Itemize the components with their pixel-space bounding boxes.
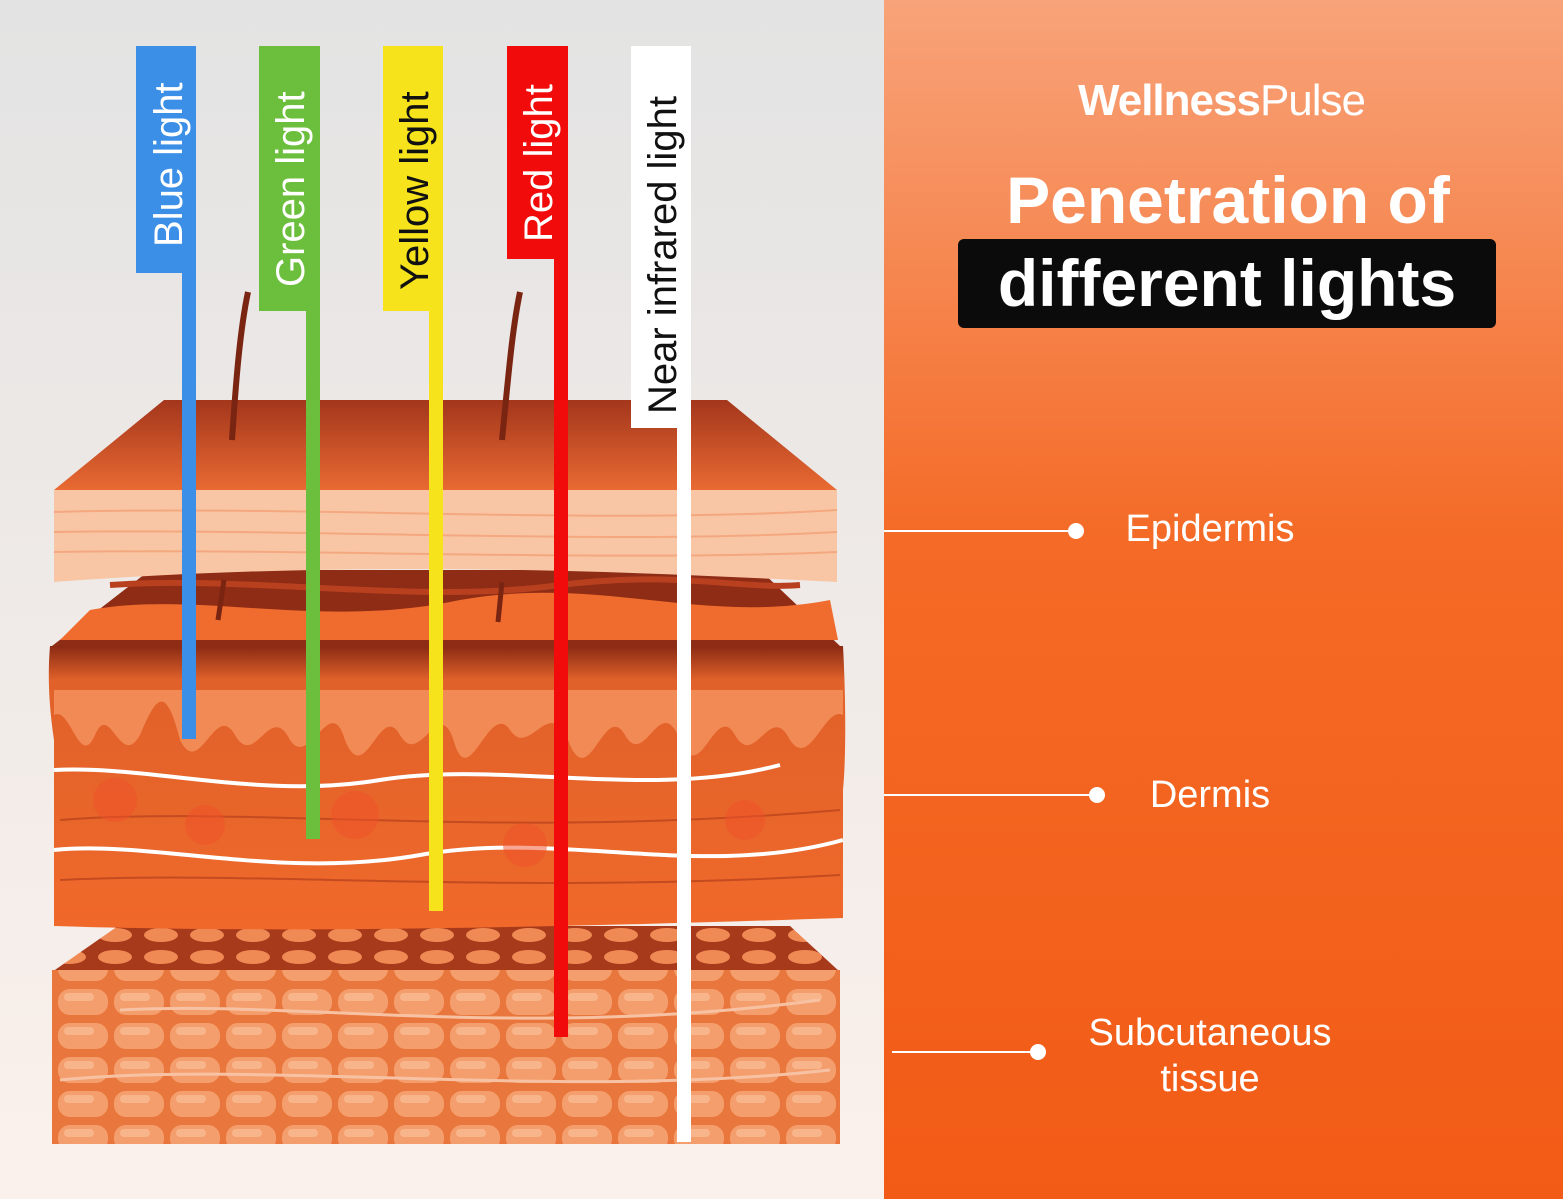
hairs (215, 291, 523, 623)
red-light-beam (554, 46, 568, 1037)
light-green: Green light (259, 46, 320, 839)
green-light-flag (259, 46, 320, 311)
red-light-label: Red light (517, 84, 561, 242)
dermis-block (48, 646, 846, 930)
epidermis-block (53, 400, 838, 582)
epidermis-leader-dot (1068, 523, 1084, 539)
brand-logo: WellnessPulse (1078, 76, 1366, 126)
near-infrared-light-flag (631, 46, 691, 428)
basal-layer (52, 570, 840, 646)
subcutaneous-tissue-label: Subcutaneous tissue (1088, 1012, 1332, 1100)
brand-name-regular: Pulse (1259, 76, 1366, 125)
title-highlight-box: different lights (958, 239, 1496, 328)
right-panel (884, 0, 1563, 1199)
dermis-label: Dermis (1149, 774, 1271, 816)
title-line-2: different lights (997, 246, 1457, 320)
red-light-flag (507, 46, 568, 259)
dermis-leader-dot (1089, 787, 1105, 803)
green-light-label: Green light (269, 91, 313, 287)
brand-name-bold: Wellness (1078, 76, 1261, 125)
near-infrared-light-label: Near infrared light (641, 96, 685, 414)
yellow-light-flag (383, 46, 443, 311)
light-near-infrared: Near infrared light (631, 46, 691, 1142)
yellow-light-label: Yellow light (393, 91, 437, 290)
light-red: Red light (507, 46, 568, 1037)
title-line-1: Penetration of (1006, 163, 1450, 237)
leader-lines (884, 523, 1105, 1060)
subcutaneous-leader-dot (1030, 1044, 1046, 1060)
blue-light-label: Blue light (147, 82, 191, 247)
blue-light-flag (136, 46, 196, 273)
light-blue: Blue light (136, 46, 196, 739)
light-yellow: Yellow light (383, 46, 443, 911)
epidermis-label: Epidermis (1125, 508, 1295, 550)
light-beams: Blue light Green light Yellow light Red … (136, 46, 691, 1142)
subcutaneous-block (52, 926, 840, 1144)
